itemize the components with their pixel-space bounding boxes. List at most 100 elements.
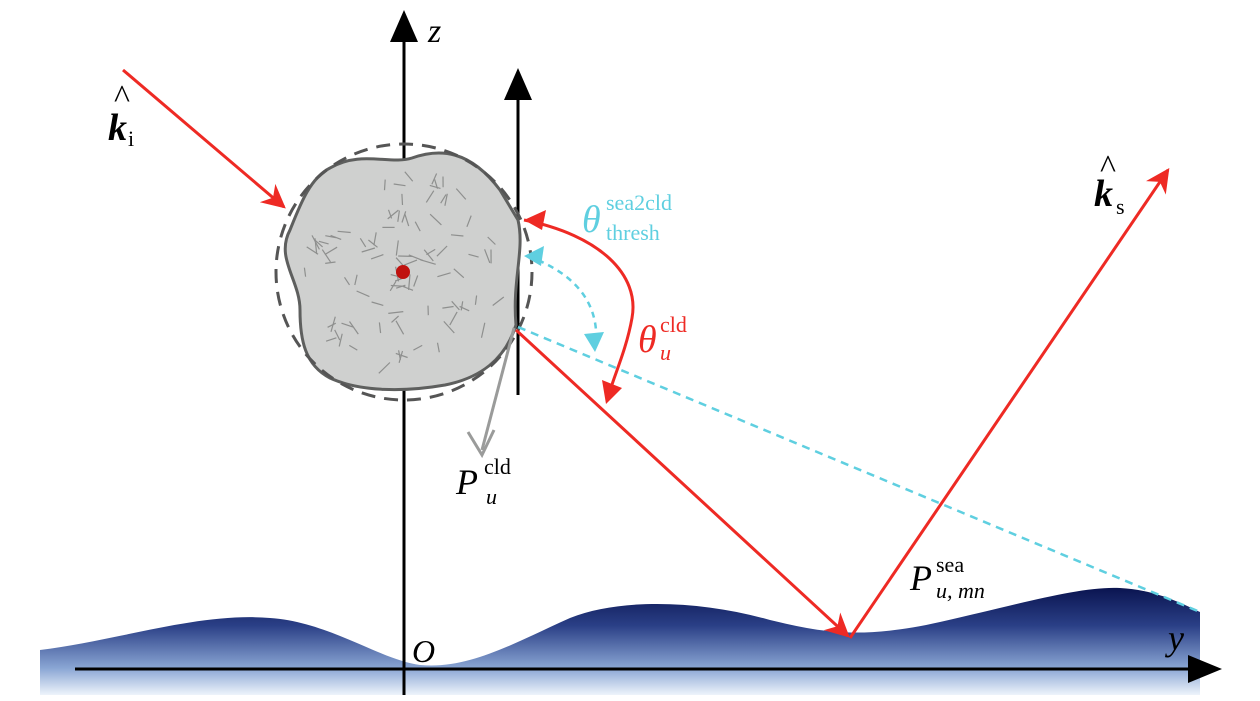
threshold-subscript: thresh bbox=[606, 220, 660, 245]
ice-crystal-stroke bbox=[449, 311, 458, 326]
ice-crystal-stroke bbox=[393, 183, 406, 187]
scattered-symbol: k bbox=[1094, 173, 1113, 215]
ice-crystal-stroke bbox=[442, 305, 454, 309]
ice-crystal-stroke bbox=[395, 257, 404, 267]
ice-crystal-stroke bbox=[338, 333, 343, 347]
ice-crystal-stroke bbox=[368, 239, 378, 248]
threshold-superscript: sea2cld bbox=[606, 190, 672, 215]
incident-vector-label: ^ k i bbox=[108, 79, 134, 151]
ice-crystal-stroke bbox=[426, 248, 436, 256]
ice-crystal-stroke bbox=[341, 322, 354, 328]
ice-crystal-stroke bbox=[480, 322, 486, 338]
cloud-point-symbol: P bbox=[455, 462, 478, 502]
y-axis-label: y bbox=[1165, 618, 1184, 658]
ice-crystal-stroke bbox=[484, 249, 491, 264]
ice-crystal-stroke bbox=[348, 344, 358, 351]
threshold-angle-arc bbox=[527, 254, 598, 346]
ice-crystal-stroke bbox=[378, 362, 391, 374]
ice-crystal-stroke bbox=[311, 235, 320, 250]
ice-crystal-stroke bbox=[431, 173, 438, 185]
ice-crystal-stroke bbox=[413, 344, 423, 351]
ice-crystal-stroke bbox=[398, 350, 404, 363]
ice-crystal-stroke bbox=[349, 321, 359, 335]
ice-crystal-stroke bbox=[303, 267, 307, 277]
cloud-angle-superscript: cld bbox=[660, 312, 687, 337]
ice-crystal-stroke bbox=[444, 193, 448, 206]
scattered-vector-label: ^ k s bbox=[1094, 149, 1125, 219]
ice-crystal-stroke bbox=[334, 329, 341, 341]
cloud-point-label: P cld u bbox=[455, 454, 511, 509]
ice-crystal-stroke bbox=[356, 290, 370, 298]
ice-crystal-stroke bbox=[390, 284, 406, 287]
ice-crystal-stroke bbox=[395, 240, 399, 256]
ice-crystal-stroke bbox=[354, 274, 358, 286]
sea-point-symbol: P bbox=[909, 558, 932, 598]
ice-crystal-stroke bbox=[455, 188, 467, 200]
threshold-arrow-bottom bbox=[584, 332, 604, 352]
cloud-angle-arc bbox=[523, 218, 635, 399]
ice-crystal-stroke bbox=[330, 234, 342, 240]
cloud-texture bbox=[303, 171, 505, 374]
ice-crystal-stroke bbox=[325, 261, 336, 264]
ice-crystal-stroke bbox=[450, 234, 464, 237]
y-axis-arrowhead bbox=[1188, 655, 1222, 683]
ice-crystal-stroke bbox=[361, 247, 376, 253]
incident-ray bbox=[122, 68, 286, 209]
ice-crystal-stroke bbox=[383, 179, 386, 191]
ice-crystal-stroke bbox=[492, 296, 505, 306]
ice-crystal-stroke bbox=[401, 211, 407, 223]
ice-crystal-stroke bbox=[330, 316, 336, 332]
ice-crystal-stroke bbox=[371, 301, 384, 306]
origin-label: O bbox=[412, 633, 435, 669]
ice-crystal-stroke bbox=[436, 342, 440, 353]
cloud-point-subscript: u bbox=[486, 484, 497, 509]
ice-crystal-stroke bbox=[440, 194, 447, 204]
cloud-angle-arrow-top bbox=[524, 210, 546, 230]
ice-crystal-stroke bbox=[402, 285, 414, 291]
ice-crystal-stroke bbox=[373, 232, 377, 246]
ice-crystal-stroke bbox=[397, 210, 400, 222]
local-vertical-arrowhead bbox=[504, 68, 532, 100]
ice-crystal-stroke bbox=[337, 230, 351, 234]
ice-crystal-stroke bbox=[423, 249, 434, 262]
ice-crystal-stroke bbox=[324, 246, 338, 256]
ice-crystal-stroke bbox=[437, 272, 451, 278]
ice-crystal-stroke bbox=[343, 276, 351, 286]
scattered-hat: ^ bbox=[1100, 149, 1116, 186]
cloud-normal-arrowhead bbox=[466, 429, 496, 459]
ice-crystal-stroke bbox=[425, 190, 435, 203]
z-axis-arrowhead bbox=[390, 10, 418, 42]
ice-crystal-stroke bbox=[414, 221, 421, 232]
ice-crystal-stroke bbox=[453, 268, 465, 279]
ice-crystal-stroke bbox=[391, 315, 400, 323]
ice-crystal-stroke bbox=[404, 171, 414, 182]
scattered-ray bbox=[848, 168, 1170, 639]
sea-surface bbox=[40, 587, 1200, 695]
ice-crystal-stroke bbox=[474, 295, 478, 305]
threshold-angle-label: θ sea2cld thresh bbox=[582, 190, 672, 245]
ice-crystal-stroke bbox=[451, 300, 460, 311]
enclosing-sphere bbox=[274, 142, 534, 402]
ice-crystal-stroke bbox=[487, 236, 496, 245]
sea-point-superscript: sea bbox=[936, 552, 964, 577]
incident-subscript: i bbox=[128, 126, 134, 151]
ice-crystal-stroke bbox=[413, 275, 419, 287]
threshold-symbol: θ bbox=[582, 199, 601, 241]
ice-crystal-stroke bbox=[403, 259, 418, 266]
ice-crystal-stroke bbox=[318, 240, 329, 245]
cloud-angle-arrow-bottom bbox=[602, 380, 622, 404]
ice-crystal-stroke bbox=[388, 311, 404, 314]
ice-crystal-stroke bbox=[387, 209, 399, 220]
ice-crystal-stroke bbox=[378, 322, 382, 334]
incident-hat: ^ bbox=[114, 79, 130, 116]
ice-crystal-stroke bbox=[401, 193, 404, 206]
ice-crystal-stroke bbox=[306, 246, 319, 255]
cloud-to-sea-ray bbox=[514, 328, 850, 638]
ice-crystal-stroke bbox=[436, 245, 448, 257]
sea-point-label: P sea u, mn bbox=[909, 552, 985, 603]
cloud-center-point bbox=[396, 265, 410, 279]
ice-crystal-stroke bbox=[327, 322, 337, 328]
ice-crystal-stroke bbox=[466, 215, 472, 228]
